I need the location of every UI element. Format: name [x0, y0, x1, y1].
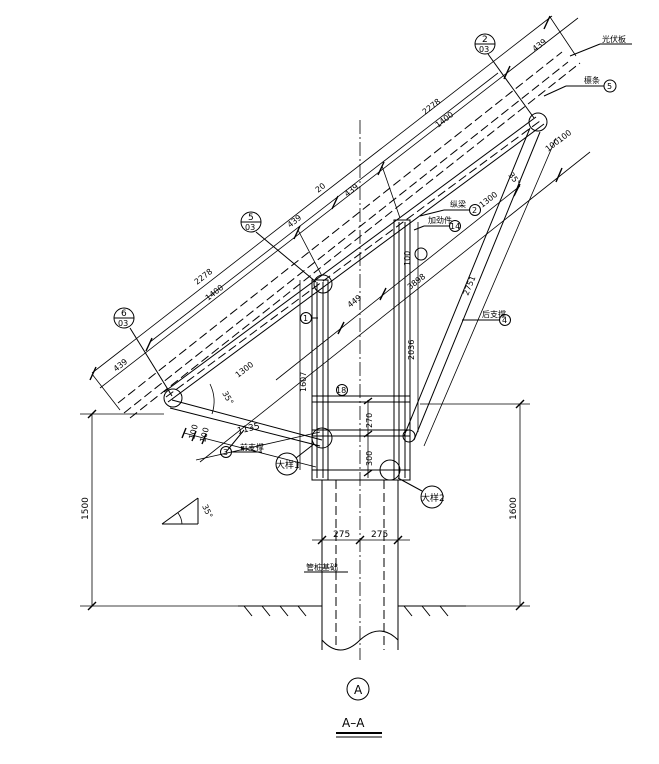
dim-span-3898: 3898 — [406, 272, 428, 292]
dimension-top — [89, 15, 579, 411]
ref-top-num: 2 — [482, 35, 488, 45]
dim-height-1600: 1600 — [509, 497, 519, 520]
label-rear-brace-num: 4 — [502, 316, 507, 325]
label-plate-num: 18 — [336, 386, 346, 395]
pile-foundation — [321, 120, 399, 660]
height-dim-left — [80, 409, 238, 611]
dim-100-d: 100 — [198, 426, 211, 443]
leader-front-brace — [220, 429, 262, 458]
label-rail: 纵梁 — [450, 200, 466, 209]
dim-300: 300 — [365, 451, 374, 466]
detail1-bubble — [275, 443, 315, 476]
detail-ref-mid — [240, 211, 317, 283]
label-rail-num: 2 — [472, 206, 477, 215]
label-front-brace: 前支撑 — [240, 442, 264, 452]
dim-left-end-439: 439 — [112, 357, 130, 374]
leader-column — [300, 312, 318, 324]
main-rail — [163, 116, 545, 403]
dim-270: 270 — [365, 413, 374, 428]
label-stiffener: 加劲件 — [428, 215, 452, 225]
dim-span-449: 449 — [346, 293, 364, 310]
dim-275-left: 275 — [333, 530, 350, 540]
rear-brace — [403, 127, 557, 447]
ref-left-sheet: 03 — [118, 319, 128, 328]
dim-gap-20: 20 — [314, 181, 328, 194]
dim-span-1300-right: 1300 — [478, 190, 500, 210]
section-symbol: A — [354, 683, 363, 697]
label-purlin: 檩条 — [584, 75, 600, 85]
dim-height-1500: 1500 — [81, 497, 91, 520]
height-dim-right — [420, 399, 530, 611]
ground-line — [238, 605, 466, 617]
dim-angle-triangle: 35° — [200, 503, 214, 520]
label-rear-brace: 后支撑 — [482, 309, 506, 319]
label-pile: 管桩基础 — [306, 562, 338, 572]
section-title — [336, 677, 382, 738]
leader-stiffener — [413, 220, 461, 232]
dim-top-center-439: 439 — [343, 182, 361, 199]
pv-panel — [117, 51, 581, 419]
ref-mid-num: 5 — [248, 213, 254, 223]
dim-top-left-439: 439 — [286, 213, 304, 230]
dim-col-left-1607: 1607 — [299, 372, 308, 392]
dim-top-mid-1400: 1400 — [434, 110, 456, 130]
dim-100-small: 100 — [403, 251, 412, 266]
dim-100-c: 100 — [187, 423, 200, 440]
label-front-brace-num: 3 — [223, 448, 228, 457]
leader-rail — [419, 204, 481, 217]
dim-span-1300-left: 1300 — [234, 360, 256, 380]
label-purlin-num: 5 — [607, 82, 612, 91]
label-pv-panel: 光伏板 — [602, 34, 626, 44]
pile-dimension — [312, 535, 410, 545]
leader-pv-panel — [569, 43, 632, 57]
marker-plate — [336, 384, 348, 396]
leader-purlin — [543, 79, 617, 97]
connection-circles — [163, 112, 548, 481]
section-label: A–A — [342, 716, 365, 730]
ref-left-num: 6 — [121, 309, 127, 319]
dim-top-total-2278: 2278 — [421, 97, 443, 117]
dim-col-right-2036: 2036 — [407, 340, 416, 360]
leader-rear-brace — [462, 314, 511, 326]
detail-ref-left — [113, 307, 173, 397]
dim-275-right: 275 — [371, 530, 388, 540]
dim-100-b: 100 — [556, 128, 574, 145]
dim-top-right-439: 439 — [531, 37, 549, 54]
detail2-bubble — [397, 477, 444, 509]
cross-members — [311, 395, 411, 481]
angle-triangle — [161, 497, 199, 525]
ref-top-sheet: 03 — [479, 45, 489, 54]
detail1-label: 大样1 — [276, 459, 300, 471]
detail2-label: 大样2 — [421, 492, 445, 504]
dim-back-brace-2751: 2751 — [462, 275, 478, 297]
label-column-num: 1 — [303, 314, 308, 323]
label-stiffener-num: 14 — [450, 222, 460, 231]
dim-left-total-2278: 2278 — [193, 267, 215, 287]
ref-mid-sheet: 03 — [245, 223, 255, 232]
detail-ref-top — [474, 33, 535, 119]
front-brace — [169, 383, 323, 468]
dim-angle-left: 35° — [220, 390, 235, 407]
